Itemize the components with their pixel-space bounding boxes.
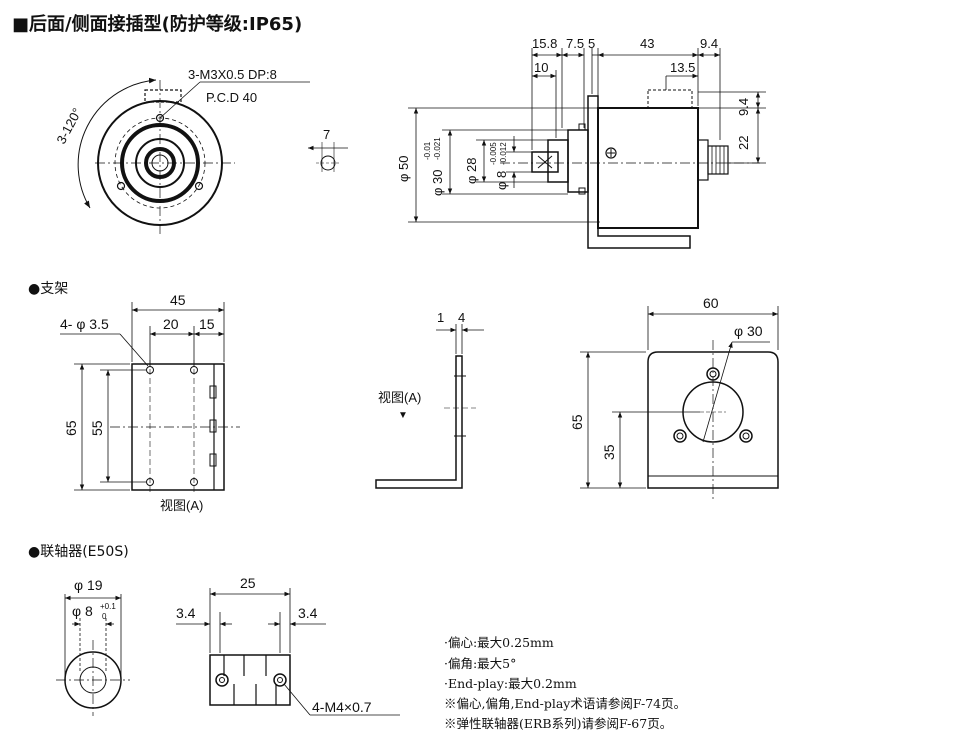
key-detail	[308, 142, 348, 172]
coupling-dia-8-tol-top: +0.1	[100, 602, 116, 611]
encoder-side-view	[500, 89, 760, 249]
dim-9-4-right: 9.4	[736, 98, 751, 116]
bracket-side-view	[375, 355, 476, 489]
section-coupling-title: ●联轴器(E50S)	[28, 544, 129, 560]
dim-9-4-top: 9.4	[700, 36, 718, 51]
front-dim-65: 65	[569, 414, 585, 430]
note-angle: ·偏角:最大5°	[444, 656, 517, 671]
coupling-dim-3-4-left: 3.4	[176, 605, 196, 621]
bracket-dim-15: 15	[199, 316, 215, 332]
angle-label: 3-120°	[53, 105, 84, 146]
coupling-dim-3-4-right: 3.4	[298, 605, 318, 621]
dim-7-5: 7.5	[566, 36, 584, 51]
bracket-dim-20: 20	[163, 316, 179, 332]
dim-43: 43	[640, 36, 654, 51]
front-dim-35: 35	[601, 444, 617, 460]
mount-hole-left	[116, 181, 126, 191]
dia-30-tol-bot: -0.021	[433, 137, 442, 160]
page-title: ■后面/侧面接插型(防护等级:IP65)	[12, 14, 303, 35]
view-arrow: ▼	[398, 410, 408, 421]
section-bracket-title: ●支架	[28, 281, 69, 297]
coupling-dim-25: 25	[240, 575, 256, 591]
dia-50: φ 50	[396, 155, 411, 182]
bracket-top-dimensions	[60, 302, 225, 491]
note-erb-reference: ※弹性联轴器(ERB系列)请参阅F-67页。	[444, 716, 673, 731]
side-view-dimensions	[408, 48, 766, 223]
dim-15-8: 15.8	[532, 36, 557, 51]
dia-30-tol-top: -0.01	[423, 141, 432, 160]
note-eccentricity: ·偏心:最大0.25mm	[444, 635, 554, 650]
dim-13-5: 13.5	[670, 60, 695, 75]
bracket-view-a-side: 视图(A)	[378, 390, 421, 405]
bracket-front-view	[647, 340, 779, 500]
dia-30: φ 30	[430, 169, 445, 196]
bracket-view-a-below: 视图(A)	[160, 498, 203, 513]
dia-28: φ 28	[464, 157, 479, 184]
dia-8: φ 8	[494, 171, 509, 190]
dim-5: 5	[588, 36, 595, 51]
front-dim-60: 60	[703, 295, 719, 311]
mount-thread-label: 3-M3X0.5 DP:8	[188, 67, 277, 82]
bracket-side-4: 4	[458, 310, 465, 325]
bracket-dim-45: 45	[170, 292, 186, 308]
pcd-label: P.C.D 40	[206, 90, 257, 105]
bracket-dim-65: 65	[63, 420, 79, 436]
mount-hole-right	[194, 181, 204, 191]
coupling-side-view	[209, 654, 291, 706]
note-term-reference: ※偏心,偏角,End-play术语请参阅F-74页。	[444, 696, 687, 711]
note-end-play: ·End-play:最大0.2mm	[444, 676, 577, 691]
bracket-holes-label: 4- φ 3.5	[60, 316, 109, 332]
encoder-front-view	[77, 77, 310, 235]
front-dia-30: φ 30	[734, 323, 763, 339]
coupling-dia-19: φ 19	[74, 577, 103, 593]
bracket-top-view	[110, 360, 240, 492]
coupling-dia-8-tol-bot: 0	[102, 612, 107, 621]
bracket-dim-55: 55	[89, 420, 105, 436]
key-width-label: 7	[323, 127, 330, 142]
dim-22: 22	[736, 136, 751, 150]
dia-8-tol-bot: -0.012	[499, 142, 508, 165]
dim-10: 10	[534, 60, 548, 75]
dia-8-tol-top: -0.005	[489, 142, 498, 165]
coupling-dia-8: φ 8	[72, 603, 93, 619]
coupling-screws-label: 4-M4×0.7	[312, 699, 372, 715]
bracket-side-1: 1	[437, 310, 444, 325]
coupling-end-view	[56, 640, 130, 716]
